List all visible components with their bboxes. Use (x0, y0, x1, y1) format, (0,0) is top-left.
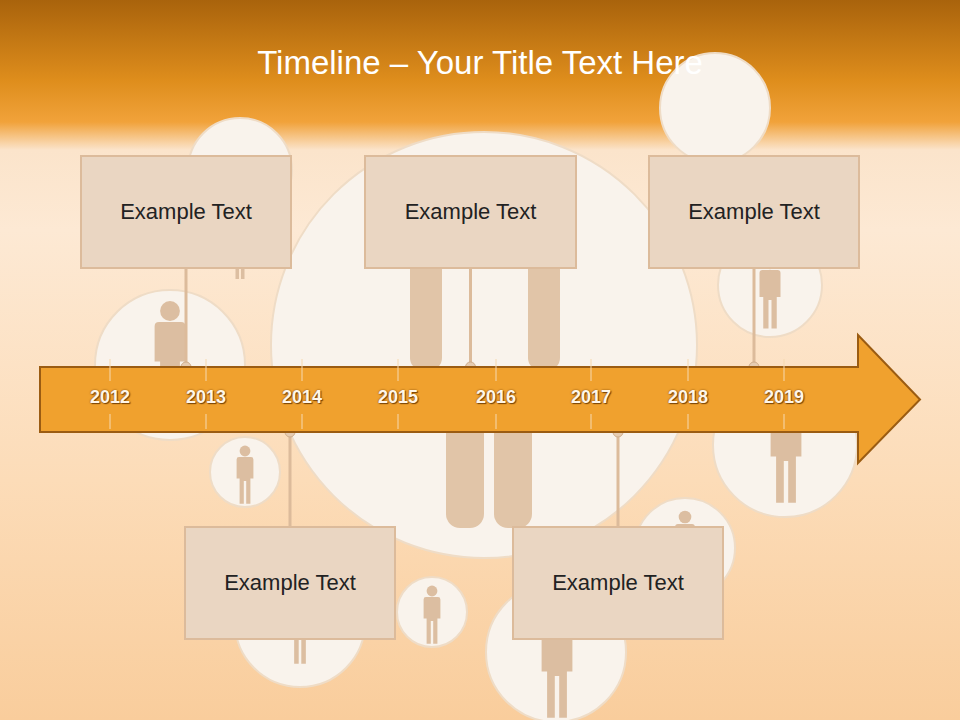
text-box: Example Text (364, 155, 577, 269)
timeline-arrow: 2012 2013 2014 2015 2016 2017 2018 2019 (40, 367, 858, 432)
leader-line (749, 269, 759, 372)
box-text: Example Text (405, 199, 537, 225)
box-text: Example Text (120, 199, 252, 225)
slide-title: Timeline – Your Title Text Here (0, 44, 960, 82)
year-label: 2015 (378, 387, 418, 408)
box-text: Example Text (224, 570, 356, 596)
year-label: 2013 (186, 387, 226, 408)
text-box: Example Text (512, 526, 724, 640)
year-label: 2018 (668, 387, 708, 408)
year-label: 2014 (282, 387, 322, 408)
leader-line (613, 427, 623, 526)
text-box: Example Text (648, 155, 860, 269)
box-text: Example Text (688, 199, 820, 225)
timeline-arrow-shape (40, 367, 858, 432)
year-label: 2019 (764, 387, 804, 408)
year-label: 2012 (90, 387, 130, 408)
leader-line (466, 269, 476, 372)
leader-line (285, 427, 295, 526)
text-box: Example Text (184, 526, 396, 640)
year-label: 2017 (571, 387, 611, 408)
leader-line (181, 269, 191, 372)
box-text: Example Text (552, 570, 684, 596)
year-label: 2016 (476, 387, 516, 408)
text-box: Example Text (80, 155, 292, 269)
